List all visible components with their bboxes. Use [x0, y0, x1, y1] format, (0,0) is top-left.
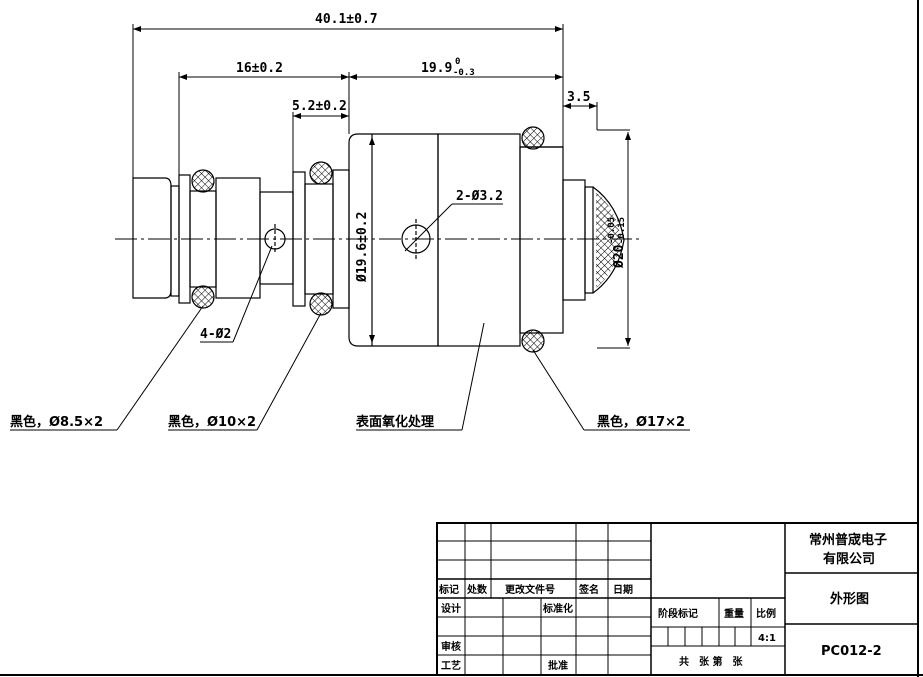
tb-design: 设计 — [441, 602, 461, 615]
dim-3-5: 3.5 — [567, 90, 590, 105]
dim-19-9: 19.9 — [421, 61, 452, 76]
tb-drawing-number: PC012-2 — [821, 644, 882, 659]
callout-oring-large: 黑色，Ø17×2 — [597, 414, 685, 430]
tb-scale-value: 4:1 — [758, 633, 776, 644]
o-rings — [191, 126, 545, 353]
callout-oring-small: 黑色，Ø8.5×2 — [10, 414, 103, 430]
tb-scale-label: 比例 — [756, 607, 776, 620]
dim-overall-length: 40.1±0.7 — [315, 12, 378, 27]
tb-company-line1: 常州普宬电子 — [809, 532, 887, 548]
tb-col-mark: 标记 — [438, 583, 459, 596]
dim-dia-20-upper: -0.05 — [607, 217, 617, 244]
tb-col-doc: 更改文件号 — [505, 583, 555, 596]
dim-dia-20-lower: -0.15 — [617, 217, 627, 244]
dim-16: 16±0.2 — [236, 61, 283, 76]
tb-weight: 重量 — [724, 607, 744, 620]
tb-stage-mark: 阶段标记 — [658, 607, 698, 620]
tb-review: 审核 — [441, 640, 461, 653]
tb-standardize: 标准化 — [542, 602, 573, 615]
dim-dia-19-6: Ø19.6±0.2 — [355, 212, 370, 283]
dim-19-9-upper: 0 — [455, 57, 460, 67]
part-outline — [132, 133, 625, 347]
tb-col-date: 日期 — [613, 583, 633, 596]
title-block — [436, 522, 919, 676]
side-holes — [264, 219, 431, 259]
callout-surface: 表面氧化处理 — [355, 414, 434, 430]
callout-oring-medium: 黑色，Ø10×2 — [168, 414, 256, 430]
dimension-lines — [10, 24, 690, 431]
tb-col-sign: 签名 — [578, 583, 599, 596]
tb-company-line2: 有限公司 — [823, 551, 875, 567]
dim-holes-4: 4-Ø2 — [200, 327, 231, 342]
tb-col-count: 处数 — [466, 583, 488, 596]
dim-5-2: 5.2±0.2 — [292, 99, 347, 114]
knurl-hatch — [596, 192, 621, 288]
dim-holes-2: 2-Ø3.2 — [456, 189, 503, 204]
tb-sheets: 共 张 第 张 — [679, 655, 743, 668]
tb-approve: 批准 — [548, 659, 568, 672]
dim-19-9-lower: -0.3 — [453, 68, 475, 78]
tb-process: 工艺 — [441, 659, 461, 672]
dim-dia-20: Ø20 — [612, 244, 627, 269]
tb-drawing-title: 外形图 — [829, 591, 869, 607]
